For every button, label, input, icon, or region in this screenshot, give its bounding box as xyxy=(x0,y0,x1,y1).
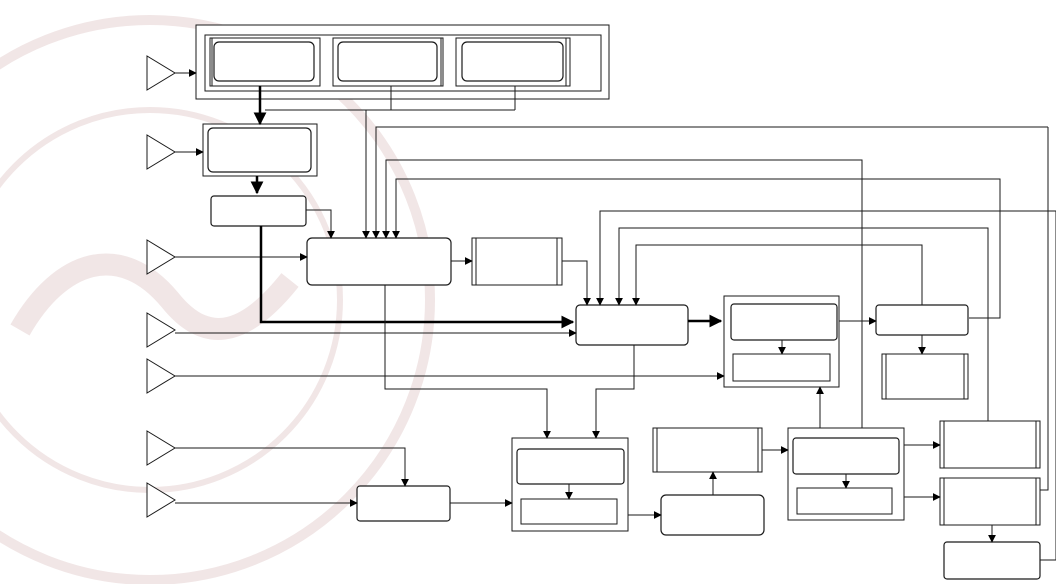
block-2 xyxy=(202,123,318,177)
block-6 xyxy=(875,304,969,336)
block-10 xyxy=(652,427,763,473)
block-main-upper xyxy=(306,237,452,286)
block-3 xyxy=(210,195,307,227)
input-terminal-1 xyxy=(146,55,176,91)
block-14 xyxy=(939,477,1041,526)
block-8 xyxy=(356,485,451,522)
input-terminal-4 xyxy=(146,312,176,348)
input-terminal-6 xyxy=(146,430,176,466)
block-12 xyxy=(787,427,905,521)
input-terminal-5 xyxy=(146,358,176,394)
input-terminal-7 xyxy=(146,482,176,518)
block-15 xyxy=(943,541,1041,580)
input-terminals xyxy=(146,55,176,518)
block-4 xyxy=(471,237,563,286)
top-block-group xyxy=(195,24,610,100)
block-7 xyxy=(881,353,969,400)
block-central xyxy=(575,304,689,346)
connections xyxy=(175,69,1056,561)
block-11 xyxy=(660,494,765,536)
block-9 xyxy=(511,437,629,532)
input-terminal-2 xyxy=(146,134,176,170)
block-13 xyxy=(939,420,1041,469)
input-terminal-3 xyxy=(146,239,176,275)
